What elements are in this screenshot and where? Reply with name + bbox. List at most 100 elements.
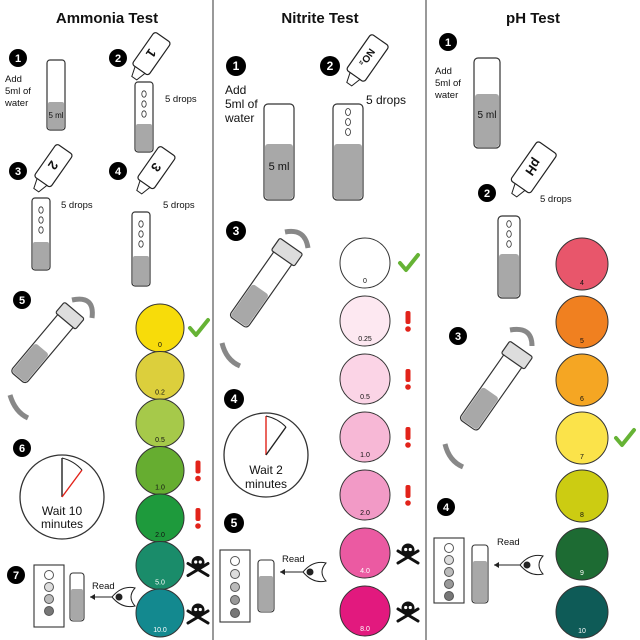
swatch-label: 2.0 [155, 532, 165, 539]
nitrite-step-4: 4 Wait 2 minutes [223, 389, 309, 498]
ammonia-step-4: 4 3 5 drops [109, 146, 195, 287]
drops-label: 5 drops [165, 94, 197, 105]
svg-text:1: 1 [445, 37, 451, 49]
svg-text:2: 2 [327, 59, 334, 73]
svg-text:3: 3 [233, 224, 240, 238]
test-tube: 5 ml [263, 103, 295, 201]
swatch-label: 9 [580, 570, 584, 577]
swatch-label: 8.0 [360, 626, 370, 633]
ammonia-step-5: 5 [7, 291, 95, 421]
ammonia-step-7: 7 Read [7, 564, 136, 628]
svg-text:4: 4 [231, 392, 238, 406]
eye-icon [111, 586, 136, 608]
swatch-label: 5.0 [155, 580, 165, 587]
svg-text:1: 1 [233, 59, 240, 73]
swatch-label: 6 [580, 396, 584, 403]
color-swatch [555, 237, 609, 291]
ammonia-step-1: 1 Add 5ml of water 5 ml [4, 49, 66, 131]
warning-icon [405, 427, 411, 448]
reagent-bottle: NO₂ [346, 34, 389, 87]
add-water-line: 5ml of [225, 97, 258, 111]
swatch-label: 1.0 [155, 485, 165, 492]
test-tube [257, 559, 275, 613]
check-icon [188, 318, 210, 337]
ammonia-color-chart: 00.20.51.02.05.010.0 [135, 303, 210, 638]
rotate-arrow-icon [442, 443, 465, 470]
rotate-arrow-icon [509, 326, 535, 347]
ph-step-4: 4 Read [433, 498, 544, 604]
rotate-arrow-icon [284, 228, 311, 249]
skull-crossbones-icon [396, 601, 420, 623]
swatch-label: 0.2 [155, 390, 165, 397]
wait-label: Wait 10 [42, 504, 83, 518]
swatch-label: 8 [580, 512, 584, 519]
reagent-bottle: 1 [131, 32, 171, 81]
wait-label: minutes [245, 477, 287, 491]
wait-label: minutes [41, 517, 83, 531]
svg-text:5 ml: 5 ml [48, 111, 63, 120]
swatch-label: 10 [578, 628, 586, 635]
ammonia-step-2: 2 1 5 drops [109, 32, 197, 153]
add-water-line: water [4, 98, 28, 109]
swatch-label: 4.0 [360, 568, 370, 575]
add-water-line: 5ml of [5, 86, 31, 97]
color-swatch [339, 469, 391, 521]
svg-text:5: 5 [19, 295, 25, 307]
shaking-tube [11, 302, 85, 384]
shaking-tube [229, 238, 303, 328]
swatch-label: 0.25 [358, 336, 372, 343]
swatch-label: 7 [580, 454, 584, 461]
color-swatch [555, 353, 609, 407]
ph-step-2: 2 pH 5 drops [478, 141, 572, 299]
check-icon [614, 428, 636, 447]
skull-crossbones-icon [396, 543, 420, 565]
clock-icon [223, 412, 309, 498]
add-water-line: 5ml of [435, 78, 461, 89]
swatch-label: 1.0 [360, 452, 370, 459]
drops-label: 5 drops [163, 200, 195, 211]
check-icon [398, 253, 420, 272]
drops-label: 5 drops [61, 200, 93, 211]
svg-text:2: 2 [115, 53, 121, 65]
color-swatch [339, 237, 391, 289]
test-tube [332, 103, 364, 201]
test-tube [471, 544, 489, 604]
ph-step-1: 1 Add 5ml of water 5 ml [434, 33, 501, 149]
svg-text:5 ml: 5 ml [269, 161, 290, 173]
color-swatch [555, 585, 609, 639]
color-swatch [555, 295, 609, 349]
add-water-line: Add [225, 83, 246, 97]
test-tube: 5 ml [46, 59, 66, 131]
clock-icon [19, 454, 105, 540]
rotate-arrow-icon [71, 296, 95, 319]
shaking-tube [459, 341, 533, 431]
add-water-line: water [434, 90, 458, 101]
wait-label: Wait 2 [249, 463, 283, 477]
ammonia-title: Ammonia Test [56, 10, 158, 27]
skull-crossbones-icon [186, 603, 210, 625]
drops-label: 5 drops [366, 93, 406, 107]
svg-text:5: 5 [231, 516, 238, 530]
read-label: Read [282, 554, 305, 565]
warning-icon [405, 485, 411, 506]
color-swatch [339, 411, 391, 463]
add-water-line: Add [5, 74, 22, 85]
reagent-bottle: 2 [33, 144, 73, 193]
swatch-label: 10.0 [153, 627, 167, 634]
color-swatch [555, 469, 609, 523]
nitrite-title: Nitrite Test [281, 10, 358, 27]
svg-text:7: 7 [13, 570, 19, 582]
rotate-arrow-icon [219, 342, 242, 369]
nitrite-step-1: 1 Add 5ml of water 5 ml [224, 56, 295, 201]
color-swatch [339, 585, 391, 637]
test-tube [131, 211, 151, 287]
drops-label: 5 drops [540, 194, 572, 205]
svg-text:1: 1 [15, 53, 21, 65]
read-label: Read [92, 581, 115, 592]
warning-icon [195, 460, 201, 482]
svg-text:4: 4 [443, 502, 450, 514]
swatch-label: 4 [580, 280, 584, 287]
svg-text:5 ml: 5 ml [478, 110, 497, 121]
